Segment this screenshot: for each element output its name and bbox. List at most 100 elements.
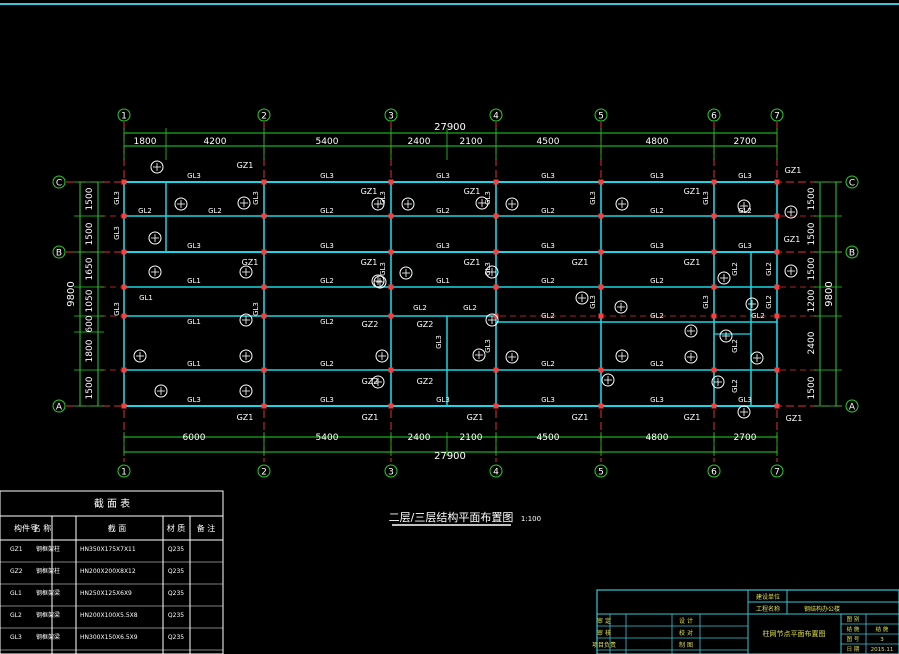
title-block-sign-label: 校 对 bbox=[679, 629, 693, 637]
axis-bubble-4 bbox=[489, 108, 503, 122]
axis-bubble-label: 7 bbox=[774, 468, 780, 478]
column-label-gz2: GZ2 bbox=[417, 377, 434, 386]
axis-bubble-label: 6 bbox=[711, 112, 717, 122]
node-detail-marker bbox=[784, 264, 798, 278]
steel-column bbox=[261, 284, 267, 290]
steel-column bbox=[493, 367, 499, 373]
title-block-sheet-label: 图 别 bbox=[847, 615, 860, 623]
node-detail-marker bbox=[684, 324, 698, 338]
axis-bubble-C bbox=[52, 175, 66, 189]
dim-top-segment-label: 2100 bbox=[460, 137, 483, 147]
steel-column bbox=[774, 284, 780, 290]
axis-bubble-label: 3 bbox=[388, 112, 394, 122]
node-detail-marker bbox=[784, 205, 798, 219]
drawing-title: 二层/三层结构平面布置图 bbox=[389, 510, 514, 524]
steel-column bbox=[261, 213, 267, 219]
title-block-sign-label: 制 图 bbox=[679, 641, 693, 649]
steel-column bbox=[388, 249, 394, 255]
node-detail-marker bbox=[150, 160, 164, 174]
beam-label-gl3: GL3 bbox=[650, 172, 664, 180]
dim-left-segment-label: 1800 bbox=[85, 339, 95, 362]
dim-bottom-segment-label: 5400 bbox=[316, 433, 339, 443]
top-border-line bbox=[0, 3, 899, 5]
node-detail-marker bbox=[371, 375, 385, 389]
beam-label-gl2: GL2 bbox=[650, 207, 664, 215]
beam-label-gl3: GL3 bbox=[320, 242, 334, 250]
steel-column bbox=[493, 213, 499, 219]
node-detail-marker bbox=[237, 196, 251, 210]
section-table-header: 备 注 bbox=[197, 523, 216, 533]
dim-top-segment-label: 2400 bbox=[408, 137, 431, 147]
beam-label-vertical: GL3 bbox=[484, 191, 492, 205]
steel-column bbox=[598, 213, 604, 219]
node-detail-marker bbox=[505, 350, 519, 364]
axis-bubble-label: A bbox=[849, 403, 856, 413]
beam-label-vertical: GL2 bbox=[731, 339, 739, 353]
node-detail-marker bbox=[485, 313, 499, 327]
section-table-frame bbox=[0, 490, 224, 654]
section-table-cell-code: GZ2 bbox=[10, 568, 23, 575]
axis-bubble-label: 2 bbox=[261, 468, 267, 478]
axis-bubble-label: 4 bbox=[493, 468, 499, 478]
node-detail-marker bbox=[239, 384, 253, 398]
dim-right-segment-label: 1200 bbox=[807, 289, 817, 312]
beam-label-gl3: GL3 bbox=[436, 242, 450, 250]
steel-column bbox=[598, 403, 604, 409]
dim-top-segment-label: 4800 bbox=[646, 137, 669, 147]
steel-column bbox=[261, 367, 267, 373]
node-detail-marker bbox=[475, 196, 489, 210]
axis-bubble-label: 5 bbox=[598, 468, 604, 478]
node-detail-marker bbox=[717, 271, 731, 285]
node-detail-marker bbox=[239, 349, 253, 363]
steel-column bbox=[774, 403, 780, 409]
section-table-cell-material: Q235 bbox=[168, 634, 184, 641]
title-block-sign-label: 项目负责 bbox=[592, 641, 616, 649]
steel-column bbox=[261, 249, 267, 255]
beam-label-gl2: GL2 bbox=[650, 312, 664, 320]
beam-label-gl1: GL1 bbox=[187, 360, 201, 368]
beam-label-gl3: GL3 bbox=[187, 172, 201, 180]
steel-column bbox=[774, 313, 780, 319]
steel-column bbox=[493, 249, 499, 255]
section-table-title: 截 面 表 bbox=[94, 497, 130, 510]
section-table-cell-name: 钢框架柱 bbox=[36, 545, 60, 553]
beam-label-gl2: GL2 bbox=[320, 318, 334, 326]
axis-bubble-label: 1 bbox=[121, 112, 127, 122]
beam-label-gl3: GL3 bbox=[541, 172, 555, 180]
node-detail-marker bbox=[375, 349, 389, 363]
node-detail-marker bbox=[371, 197, 385, 211]
axis-bubble-label: A bbox=[56, 403, 63, 413]
axis-bubble-7 bbox=[770, 464, 784, 478]
title-block-sheet-value: 结 施 bbox=[876, 625, 889, 633]
steel-column bbox=[774, 249, 780, 255]
steel-column bbox=[774, 213, 780, 219]
axis-bubble-label: 1 bbox=[121, 468, 127, 478]
beam-label-vertical: GL3 bbox=[252, 302, 260, 316]
title-block-sign-label: 审 定 bbox=[597, 617, 611, 625]
column-label-gz1: GZ1 bbox=[684, 413, 701, 422]
section-table-header: 材 质 bbox=[167, 523, 186, 533]
axis-bubble-label: 5 bbox=[598, 112, 604, 122]
section-table-cell-material: Q235 bbox=[168, 590, 184, 597]
column-label-gz1: GZ1 bbox=[684, 187, 701, 196]
dim-right-total-label: 9800 bbox=[824, 281, 835, 306]
dim-left-segment-label: 1050 bbox=[85, 289, 95, 312]
section-table-cell-section: HN300X150X6.5X9 bbox=[80, 634, 138, 641]
beam-label-vertical: GL3 bbox=[113, 302, 121, 316]
beam-label-gl3: GL3 bbox=[436, 172, 450, 180]
beam-label-gl2: GL2 bbox=[463, 304, 477, 312]
title-block-project-name: 钢结构办公楼 bbox=[804, 605, 840, 613]
node-detail-marker bbox=[737, 405, 751, 419]
node-detail-marker bbox=[239, 265, 253, 279]
section-table-cell-name: 钢框架柱 bbox=[36, 567, 60, 575]
steel-column bbox=[711, 249, 717, 255]
beam-label-vertical: GL3 bbox=[589, 295, 597, 309]
column-label-gz1: GZ1 bbox=[785, 166, 802, 175]
title-block-drawing-name: 柱网节点平面布置图 bbox=[763, 629, 826, 638]
axis-bubble-1 bbox=[117, 464, 131, 478]
dim-bottom-segment-label: 2700 bbox=[734, 433, 757, 443]
node-detail-marker bbox=[401, 197, 415, 211]
axis-bubble-label: 7 bbox=[774, 112, 780, 122]
column-label-gz1: GZ1 bbox=[361, 258, 378, 267]
section-table-cell-material: Q235 bbox=[168, 568, 184, 575]
